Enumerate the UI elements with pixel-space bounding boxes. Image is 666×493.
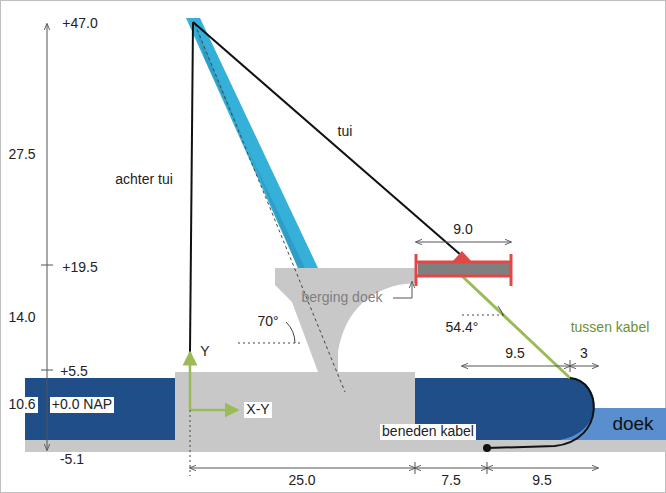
mast-shade bbox=[193, 20, 305, 268]
cloth-band: doek bbox=[600, 408, 666, 440]
dimension-label: 70° bbox=[255, 314, 280, 329]
dimension-label: berging doek bbox=[300, 290, 385, 305]
leader-line bbox=[393, 282, 412, 298]
dimension-tick bbox=[41, 265, 53, 266]
dimension-line bbox=[190, 468, 415, 469]
dimension-label: +19.5 bbox=[60, 260, 99, 275]
dimension-line bbox=[487, 468, 598, 469]
beam-end bbox=[510, 254, 513, 286]
dimension-label: -5.1 bbox=[58, 452, 86, 467]
dimension-label: +5.5 bbox=[58, 364, 90, 379]
dimension-line bbox=[415, 468, 487, 469]
guide-line bbox=[190, 410, 191, 476]
beam-end bbox=[415, 254, 418, 286]
dimension-label: Y bbox=[198, 344, 211, 359]
dimension-line bbox=[416, 242, 511, 243]
dimension-label: 14.0 bbox=[6, 310, 37, 325]
dimension-label: 9.5 bbox=[503, 346, 526, 361]
dimension-label: 7.5 bbox=[439, 473, 462, 488]
concrete-structure bbox=[175, 268, 415, 440]
dimension-tick bbox=[570, 360, 571, 372]
angle-reference bbox=[462, 315, 505, 316]
dimension-label: +0.0 NAP bbox=[50, 397, 114, 412]
y-axis bbox=[189, 352, 192, 410]
dimension-line bbox=[570, 366, 598, 367]
storage-beam bbox=[418, 262, 510, 275]
x-axis bbox=[190, 409, 238, 412]
dimension-label: tussen kabel bbox=[569, 320, 652, 335]
dimension-line bbox=[462, 366, 570, 367]
cable-end bbox=[483, 444, 491, 452]
dimension-label: 9.0 bbox=[451, 222, 474, 237]
angle-arc bbox=[286, 322, 295, 343]
dimension-label: beneden kabel bbox=[380, 424, 476, 439]
dimension-label: 9.5 bbox=[530, 473, 553, 488]
dimension-label: achter tui bbox=[113, 172, 175, 187]
dimension-tick bbox=[415, 462, 416, 474]
back-stay bbox=[190, 22, 193, 352]
lower-cable bbox=[487, 378, 594, 448]
dimension-line bbox=[47, 24, 48, 450]
dimension-tick bbox=[487, 462, 488, 474]
mast-axis bbox=[195, 24, 345, 392]
dimension-label: X-Y bbox=[244, 402, 271, 417]
beam-flange bbox=[415, 275, 512, 278]
dimension-label: tui bbox=[336, 124, 355, 139]
cable-anchor bbox=[452, 251, 472, 262]
stay bbox=[193, 22, 462, 256]
band-label: doek bbox=[612, 413, 653, 435]
dimension-label: 54.4° bbox=[444, 320, 481, 335]
angle-arc bbox=[498, 306, 503, 315]
angle-reference bbox=[238, 343, 300, 344]
dimension-tick bbox=[41, 370, 53, 371]
mast bbox=[186, 18, 318, 268]
dimension-label: 27.5 bbox=[6, 147, 37, 162]
dimension-label: 3 bbox=[578, 346, 590, 361]
dimension-label: 25.0 bbox=[286, 473, 317, 488]
dimension-label: 10.6 bbox=[6, 397, 37, 412]
dimension-label: +47.0 bbox=[60, 16, 99, 31]
